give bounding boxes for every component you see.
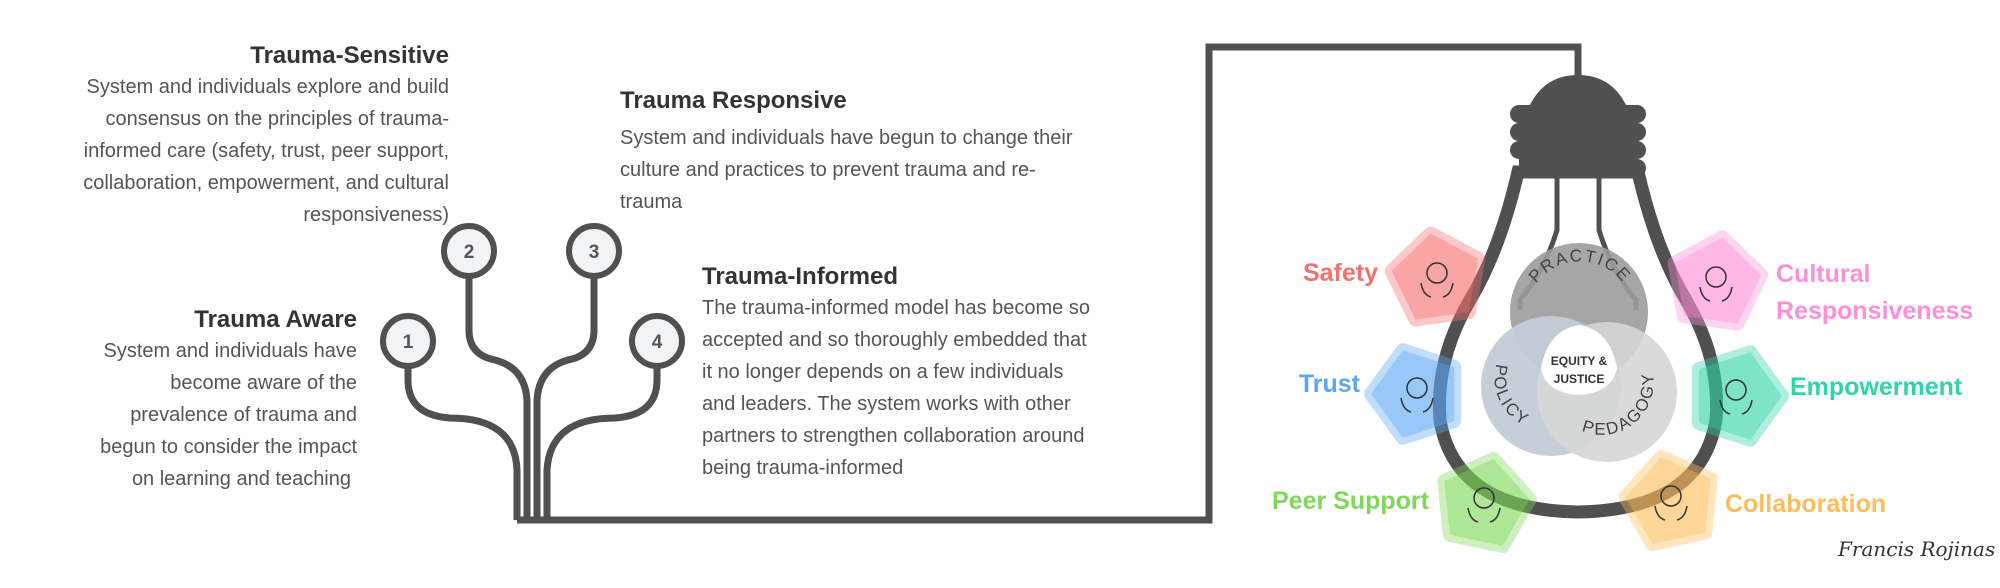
stage-body-line: begun to consider the impact xyxy=(100,436,357,458)
principle-badge-safety xyxy=(1384,226,1486,327)
stage-body-line: and leaders. The system works with other xyxy=(702,393,1071,415)
stage-circle-3 xyxy=(566,223,622,279)
stage-title: Trauma-Sensitive xyxy=(250,42,449,69)
pentagon-shape xyxy=(1384,226,1486,327)
stage-body-line: on learning and teaching xyxy=(131,468,351,490)
label-peer-support: Peer Support xyxy=(1272,487,1429,515)
stage-number: 1 xyxy=(403,332,414,353)
stage-2-block: Trauma-Sensitive System and individuals … xyxy=(9,41,449,231)
stage-body-line: culture and practices to prevent trauma … xyxy=(620,159,1036,181)
stage-circle-2 xyxy=(441,223,497,279)
stage-body-line: being trauma-informed xyxy=(702,457,904,479)
venn-center-line2: JUSTICE xyxy=(1554,372,1605,386)
stage-number: 3 xyxy=(589,242,600,263)
raised-fist-icon xyxy=(1719,379,1753,415)
stage-number: 4 xyxy=(652,332,663,353)
label-cultural-line1: Cultural xyxy=(1776,260,1871,288)
stage-body-line: System and individuals have begun to cha… xyxy=(620,127,1073,149)
stage-circle-4 xyxy=(629,313,685,369)
globe-hands-icon xyxy=(1699,266,1733,302)
venn-diagram: PRACTICE POLICY PEDAGOGY EQUITY & JUSTIC… xyxy=(1481,243,1677,462)
bulb-cap xyxy=(1510,75,1646,177)
stage-body-line: System and individuals explore and build xyxy=(86,76,449,98)
stage-body-line: prevalence of trauma and xyxy=(130,404,357,426)
stage-circle-1 xyxy=(380,313,436,369)
roots xyxy=(404,277,661,520)
stage-title: Trauma-Informed xyxy=(702,263,899,290)
stage-body-line: The trauma-informed model has become so xyxy=(702,297,1090,319)
puzzle-hands-icon xyxy=(1654,485,1688,521)
stage-circles: 1 2 3 4 xyxy=(380,223,685,369)
stage-4-block: Trauma-Informed The trauma-informed mode… xyxy=(702,262,1182,484)
stage-body-line: System and individuals have xyxy=(103,340,357,362)
stage-title: Trauma Responsive xyxy=(620,87,847,114)
stage-1-block: Trauma Aware System and individuals have… xyxy=(17,305,357,495)
stage-3-block: Trauma Responsive System and individuals… xyxy=(620,86,1140,218)
stage-body-line: become aware of the xyxy=(170,372,357,394)
principle-badge-peer xyxy=(1437,452,1537,554)
label-safety: Safety xyxy=(1302,259,1378,287)
label-empowerment: Empowerment xyxy=(1790,373,1963,401)
pentagon-shape xyxy=(1437,452,1537,554)
label-trust: Trust xyxy=(1298,370,1360,398)
stage-body-line: partners to strengthen collaboration aro… xyxy=(702,425,1085,447)
people-hand-icon xyxy=(1467,487,1501,523)
principle-badge-empowerment xyxy=(1691,345,1789,447)
pentagon-shape xyxy=(1691,345,1789,447)
stage-body-line: trauma xyxy=(620,191,683,213)
stage-body-line: informed care (safety, trust, peer suppo… xyxy=(83,140,449,162)
stage-body-line: consensus on the principles of trauma- xyxy=(105,108,449,130)
pentagon-shape xyxy=(1667,230,1769,331)
signature: Francis Rojinas xyxy=(1837,537,1995,561)
stage-body-line: accepted and so thoroughly embedded that xyxy=(702,329,1087,351)
venn-center-line1: EQUITY & xyxy=(1551,354,1608,368)
pentagon-shape xyxy=(1364,343,1462,445)
principle-badge-collaboration xyxy=(1618,450,1718,552)
wire xyxy=(517,43,1582,524)
handshake-icon xyxy=(1400,377,1434,413)
stage-body-line: collaboration, empowerment, and cultural xyxy=(83,172,449,194)
stage-title: Trauma Aware xyxy=(194,306,357,333)
label-collaboration: Collaboration xyxy=(1725,490,1887,518)
principle-badge-trust xyxy=(1364,343,1462,445)
pentagon-shape xyxy=(1618,450,1718,552)
principle-badge-cultural xyxy=(1667,230,1769,331)
label-cultural-line2: Responsiveness xyxy=(1776,297,1974,325)
venn-center xyxy=(1541,325,1617,395)
stage-body-line: responsiveness) xyxy=(303,204,449,226)
shield-hands-icon xyxy=(1420,262,1454,298)
stage-body-line: it no longer depends on a few individual… xyxy=(702,361,1064,383)
stage-number: 2 xyxy=(464,242,475,263)
